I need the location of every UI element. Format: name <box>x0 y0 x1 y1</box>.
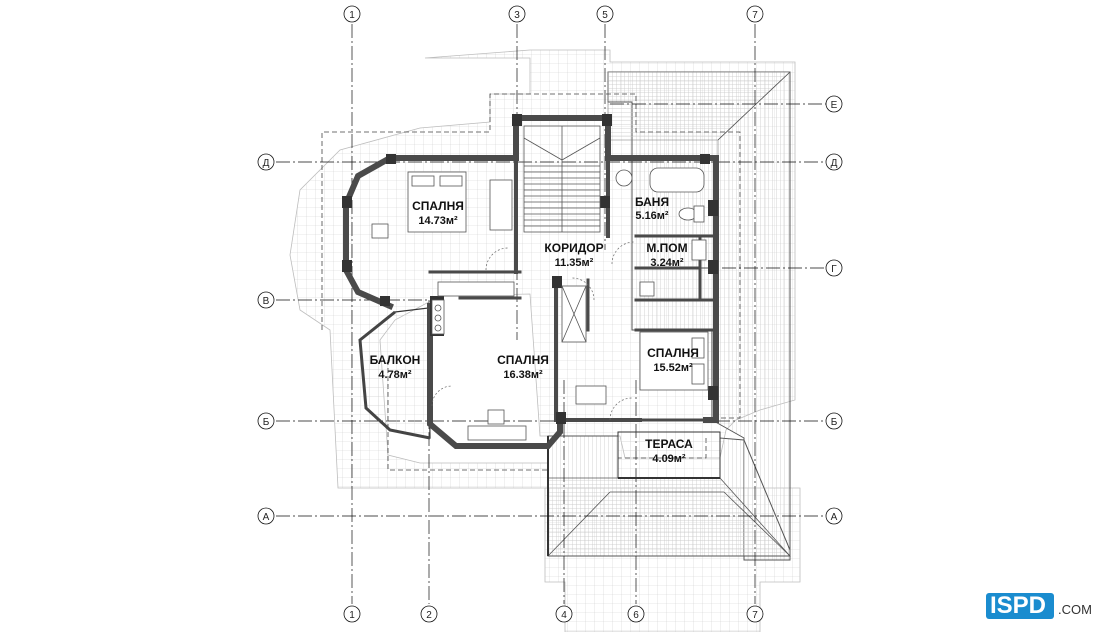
room-name-bathroom: БАНЯ <box>635 195 669 209</box>
room-name-bedroom-1: СПАЛНЯ <box>412 199 464 213</box>
grid-axes <box>276 24 828 604</box>
room-area-bedroom-2: 16.38м² <box>503 369 543 381</box>
axis-bubbles-bottom: 1 2 4 6 7 <box>343 605 764 623</box>
terrace <box>617 431 721 479</box>
axis-label-bottom-4: 4 <box>561 610 567 621</box>
room-name-bedroom-2: СПАЛНЯ <box>497 353 549 367</box>
axis-label-top-5: 5 <box>602 10 608 21</box>
axis-label-right-d: Д <box>831 158 838 169</box>
axis-label-top-7: 7 <box>752 10 758 21</box>
door-swings <box>431 241 635 421</box>
axis-label-left-d: Д <box>263 158 270 169</box>
room-name-corridor: КОРИДОР <box>544 241 603 255</box>
room-area-balcony: 4.78м² <box>378 369 412 381</box>
axis-label-left-b: Б <box>263 417 270 428</box>
axis-bubbles-left: Д В Б А <box>257 153 275 525</box>
axis-label-bottom-1: 1 <box>349 610 355 621</box>
room-area-corridor: 11.35м² <box>555 257 594 269</box>
logo-suffix-text: .COM <box>1058 602 1092 617</box>
axis-label-top-1: 1 <box>349 10 355 21</box>
room-area-utility: 3.24м² <box>650 257 684 269</box>
room-name-balcony: БАЛКОН <box>370 353 421 367</box>
axis-label-right-a: А <box>831 512 838 523</box>
room-area-bathroom: 5.16м² <box>635 210 669 222</box>
staircase <box>523 125 601 233</box>
axis-label-left-v: В <box>263 296 270 307</box>
logo-main-text: ISPD <box>990 592 1047 619</box>
room-name-bedroom-3: СПАЛНЯ <box>647 346 699 360</box>
logo-badge <box>986 593 1054 619</box>
axis-label-right-b: Б <box>831 417 838 428</box>
axis-bubbles-right: Е Д Г Б А <box>825 95 843 525</box>
axis-label-right-g: Г <box>831 264 837 275</box>
axis-label-top-3: 3 <box>514 10 520 21</box>
axis-label-left-a: А <box>263 512 270 523</box>
room-area-terrace: 4.09м² <box>652 453 686 465</box>
axis-label-right-e: Е <box>831 100 838 111</box>
site-logo: ISPD .COM <box>986 590 1114 622</box>
room-name-utility: М.ПОМ <box>646 241 687 255</box>
room-name-terrace: ТЕРАСА <box>645 437 693 451</box>
axis-bubbles-top: 1 3 5 7 <box>343 5 764 23</box>
room-area-bedroom-1: 14.73м² <box>418 215 458 227</box>
furniture <box>371 167 709 441</box>
axis-label-bottom-2: 2 <box>426 610 432 621</box>
room-labels: СПАЛНЯ 14.73м² БАНЯ 5.16м² КОРИДОР 11.35… <box>370 195 699 465</box>
room-area-bedroom-3: 15.52м² <box>653 362 693 374</box>
axis-label-bottom-7: 7 <box>752 610 758 621</box>
axis-label-bottom-6: 6 <box>633 610 639 621</box>
roof-bottom <box>547 435 791 557</box>
